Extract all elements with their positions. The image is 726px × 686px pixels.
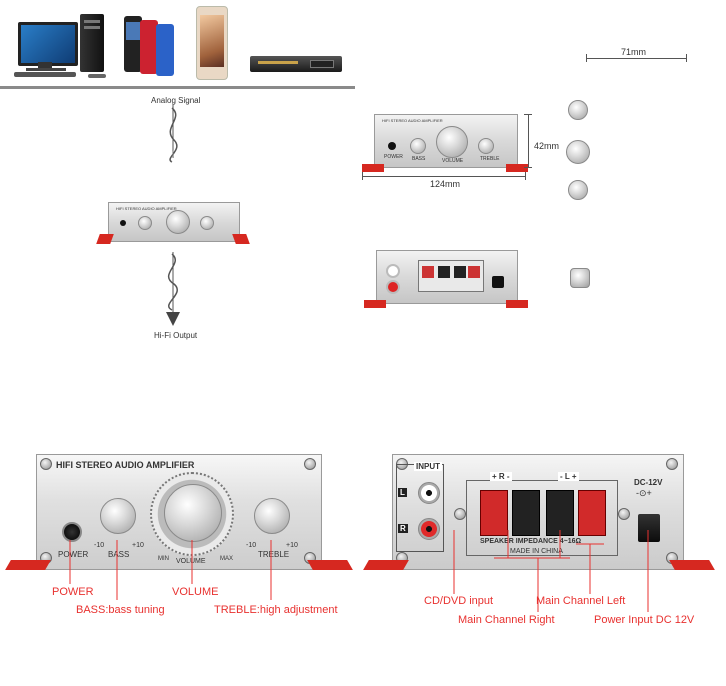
red-side-text-line2: HANDOVER HI-FI STEREO <box>598 112 684 120</box>
output-arrow-icon <box>166 312 180 326</box>
input-wave <box>169 107 178 163</box>
amp-diagram-image: CD DVD MP3 INPUT HIFI STEREO AUDIO AMPLI… <box>96 148 253 248</box>
dvd-player-image <box>250 56 342 72</box>
height-dimension-label: 42mm <box>534 141 560 151</box>
callout-main-left: Main Channel Left <box>536 595 626 607</box>
front-callout-lines <box>69 540 272 600</box>
height-dimension-line <box>528 114 529 168</box>
callout-volume: VOLUME <box>172 586 219 598</box>
side-knob-3 <box>568 180 588 200</box>
rear-impedance-label: SPEAKER IMPEDANCE 4~16Ω <box>480 538 582 545</box>
volume-knob <box>164 484 222 542</box>
large-rear-view: INPUT L R + R - - L + SPEAKER IMPEDANCE … <box>362 452 716 578</box>
diagram-volume-knob <box>166 210 190 234</box>
front-small-bass-knob <box>410 138 426 154</box>
rear-view-small-image <box>362 248 528 312</box>
treble-plus-label: +10 <box>286 542 298 549</box>
large-volume-label: VOLUME <box>176 558 206 565</box>
rear-dc-label: DC-12V <box>634 478 663 487</box>
volume-min-label: MIN <box>158 556 169 562</box>
diagram-bass-knob <box>138 216 152 230</box>
rear-speaker-r-label: + R - <box>490 472 512 481</box>
front-small-bass-label: BASS <box>412 156 426 162</box>
front-small-volume-knob <box>436 126 468 158</box>
source-devices-strip <box>0 0 355 90</box>
depth-dimension-label: 71mm <box>621 47 647 57</box>
volume-max-label: MAX <box>220 556 234 562</box>
rear-input-label: INPUT <box>414 462 442 471</box>
red-side-text-line1: CD DVD MP3 INPUT <box>598 98 672 107</box>
callout-power: POWER <box>52 586 94 598</box>
divider-line <box>0 86 355 89</box>
rear-l-label: L <box>398 488 407 497</box>
bass-minus-label: -10 <box>94 542 105 549</box>
large-bass-label: BASS <box>108 550 130 559</box>
rear-callout-lines <box>453 530 649 612</box>
width-dimension-label: 124mm <box>430 179 461 189</box>
large-front-view: HIFI STEREO AUDIO AMPLIFIER POWER -10 +1… <box>0 452 353 578</box>
rca-right-jack <box>418 518 440 540</box>
rear-r-label: R <box>398 524 408 533</box>
speaker-terminal-r-plus <box>480 490 508 536</box>
red-side-view-image: CD DVD MP3 INPUT HANDOVER HI-FI STEREO <box>562 62 692 224</box>
analog-signal-label: Analog Signal <box>151 96 201 105</box>
callout-cd-dvd: CD/DVD input <box>424 595 494 607</box>
callout-bass: BASS:bass tuning <box>76 604 165 616</box>
callout-power-input: Power Input DC 12V <box>594 614 695 626</box>
side-knob-2 <box>566 140 590 164</box>
large-treble-label: TREBLE <box>258 550 290 559</box>
front-small-treble-knob <box>478 138 494 154</box>
depth-dimension-line <box>586 58 686 59</box>
front-small-volume-label: VOLUME <box>442 158 464 164</box>
side-knob-1 <box>568 100 588 120</box>
callout-main-right: Main Channel Right <box>458 614 555 626</box>
hifi-output-label: Hi-Fi Output <box>154 331 198 340</box>
rca-left-jack <box>418 482 440 504</box>
large-power-label: POWER <box>58 550 89 559</box>
dc-power-jack <box>638 514 660 542</box>
rear-speaker-l-label: - L + <box>558 472 579 481</box>
output-wave <box>167 253 178 311</box>
front-view-dimension: HIFI STEREO AUDIO AMPLIFIER POWER BASS V… <box>360 108 530 188</box>
diagram-treble-knob <box>200 216 214 230</box>
smartphone-image <box>196 6 228 80</box>
rear-made-in-label: MADE IN CHINA <box>510 548 563 555</box>
rear-polarity-label: -⊙+ <box>636 488 652 498</box>
power-button <box>62 522 82 542</box>
callout-treble: TREBLE:high adjustment <box>214 604 338 616</box>
front-small-brand-label: HIFI STEREO AUDIO AMPLIFIER <box>382 118 443 123</box>
treble-minus-label: -10 <box>246 542 257 549</box>
bass-plus-label: +10 <box>132 542 144 549</box>
large-brand-label: HIFI STEREO AUDIO AMPLIFIER <box>56 460 195 470</box>
speaker-terminal-l-plus <box>578 490 606 536</box>
desktop-computer-image <box>14 10 110 78</box>
mp3-players-image <box>124 14 180 78</box>
front-small-treble-label: TREBLE <box>480 156 500 162</box>
signal-flow-svg <box>166 104 180 326</box>
speaker-terminal-r-minus <box>512 490 540 536</box>
bass-knob <box>100 498 136 534</box>
front-small-power-label: POWER <box>384 154 403 160</box>
diagram-brand-label: HIFI STEREO AUDIO AMPLIFIER <box>116 206 177 211</box>
treble-knob <box>254 498 290 534</box>
red-side-bottom-image <box>562 250 692 312</box>
